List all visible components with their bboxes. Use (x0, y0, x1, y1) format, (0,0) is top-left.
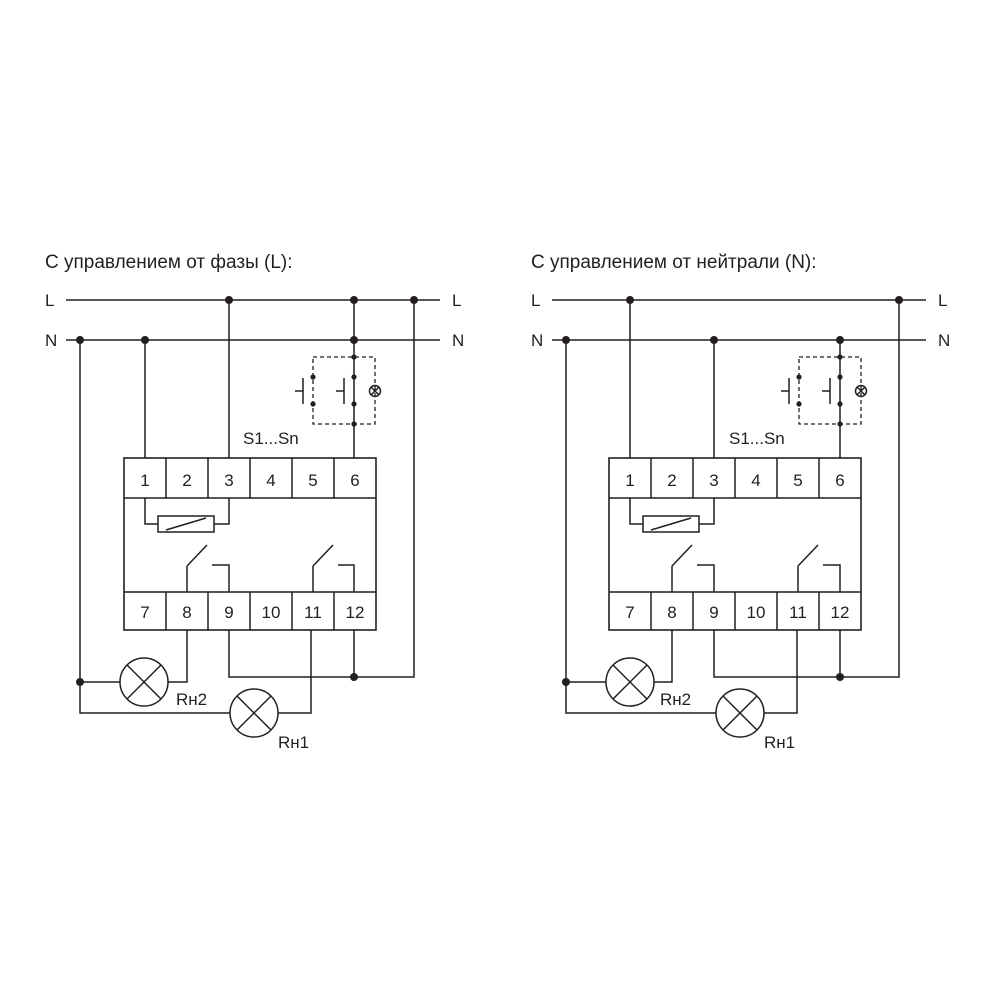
diagram-phase-control: С управлением от фазы (L): L L N N (45, 252, 464, 752)
lamp-rn1-icon (715, 688, 765, 738)
bottom-terminal-labels: 7 8 9 10 11 12 (625, 603, 849, 622)
relay-module: 1 2 3 4 5 6 7 8 9 10 11 12 (123, 457, 377, 631)
phase-label-right: L (452, 291, 461, 310)
phase-label-right: L (938, 291, 947, 310)
relay-module: 1 2 3 4 5 6 7 8 9 10 11 12 (608, 457, 862, 631)
switch-label: S1...Sn (243, 429, 299, 448)
neutral-label-left: N (531, 331, 543, 350)
terminal-7: 7 (625, 603, 634, 622)
pushbutton-switches: S1...Sn (729, 354, 868, 448)
terminal-4: 4 (751, 471, 760, 490)
junctions (562, 296, 903, 686)
terminal-9: 9 (709, 603, 718, 622)
terminal-10: 10 (747, 603, 766, 622)
relay-contact-2-icon (312, 544, 355, 592)
terminal-2: 2 (667, 471, 676, 490)
terminal-5: 5 (793, 471, 802, 490)
terminal-1: 1 (140, 471, 149, 490)
phase-label-left: L (45, 291, 54, 310)
pushbutton-switches: S1...Sn (243, 354, 382, 448)
terminal-11: 11 (304, 603, 322, 622)
terminal-8: 8 (182, 603, 191, 622)
lamp-rn2-icon (605, 657, 655, 707)
bottom-terminal-labels: 7 8 9 10 11 12 (140, 603, 364, 622)
lamp-rn1-icon (229, 688, 279, 738)
terminal-9: 9 (224, 603, 233, 622)
top-terminal-labels: 1 2 3 4 5 6 (140, 471, 359, 490)
terminal-5: 5 (308, 471, 317, 490)
terminal-12: 12 (831, 603, 850, 622)
phase-label-left: L (531, 291, 540, 310)
terminal-3: 3 (224, 471, 233, 490)
relay-coil-icon (629, 498, 715, 533)
junctions (76, 296, 418, 686)
neutral-label-right: N (452, 331, 464, 350)
neutral-label-left: N (45, 331, 57, 350)
terminal-11: 11 (789, 603, 807, 622)
relay-contact-2-icon (797, 544, 841, 592)
terminal-2: 2 (182, 471, 191, 490)
terminal-1: 1 (625, 471, 634, 490)
terminal-6: 6 (350, 471, 359, 490)
lamp-rn1-label: Rн1 (278, 733, 309, 752)
wires (565, 300, 900, 714)
indicator-lamp-icon (368, 384, 382, 398)
terminal-12: 12 (346, 603, 365, 622)
lamp-rn2-label: Rн2 (176, 690, 207, 709)
terminal-7: 7 (140, 603, 149, 622)
terminal-4: 4 (266, 471, 275, 490)
relay-coil-icon (144, 498, 230, 533)
relay-contact-1-icon (671, 544, 715, 592)
switch-label: S1...Sn (729, 429, 785, 448)
diagram-title: С управлением от нейтрали (N): (531, 252, 817, 273)
wires (79, 300, 415, 714)
terminal-3: 3 (709, 471, 718, 490)
lamp-rn1-label: Rн1 (764, 733, 795, 752)
top-terminal-labels: 1 2 3 4 5 6 (625, 471, 844, 490)
relay-contact-1-icon (186, 544, 230, 592)
terminal-10: 10 (262, 603, 281, 622)
lamp-rn2-label: Rн2 (660, 690, 691, 709)
diagram-title: С управлением от фазы (L): (45, 252, 293, 273)
terminal-8: 8 (667, 603, 676, 622)
lamp-rn2-icon (119, 657, 169, 707)
neutral-label-right: N (938, 331, 950, 350)
terminal-6: 6 (835, 471, 844, 490)
indicator-lamp-icon (854, 384, 868, 398)
diagram-neutral-control: С управлением от нейтрали (N): L L N N (531, 252, 950, 752)
